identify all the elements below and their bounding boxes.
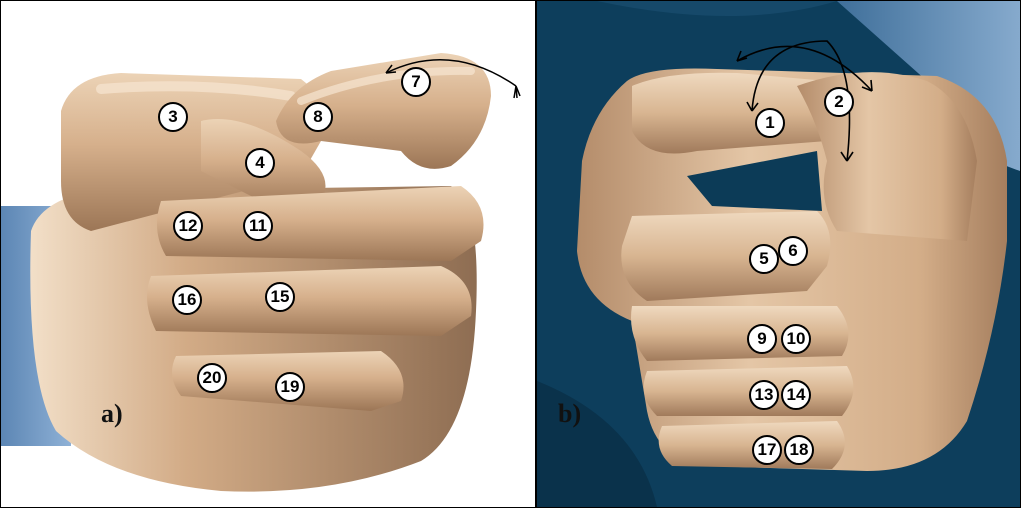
joint-label-15: 15	[265, 282, 295, 312]
joint-label-8: 8	[303, 102, 333, 132]
joint-label-7: 7	[401, 67, 431, 97]
joint-label-14: 14	[781, 380, 811, 410]
joint-label-4: 4	[245, 148, 275, 178]
joint-label-9: 9	[747, 324, 777, 354]
panel-a: 3 4 7 8 12 11 16 15 20 19 a)	[1, 1, 535, 507]
joint-label-10: 10	[781, 324, 811, 354]
panel-b: 1 2 5 6 9 10 13 14 17 18 b)	[537, 1, 1020, 507]
joint-label-20: 20	[197, 363, 227, 393]
middle-finger	[631, 306, 848, 361]
joint-label-1: 1	[755, 108, 785, 138]
joint-label-5: 5	[749, 244, 779, 274]
joint-label-6: 6	[778, 236, 808, 266]
joint-label-17: 17	[752, 435, 782, 465]
joint-label-18: 18	[784, 435, 814, 465]
joint-label-13: 13	[749, 380, 779, 410]
joint-label-12: 12	[173, 211, 203, 241]
joint-label-16: 16	[172, 285, 202, 315]
joint-label-2: 2	[824, 87, 854, 117]
hand-side-view	[1, 1, 535, 507]
joint-label-11: 11	[243, 211, 273, 241]
joint-label-19: 19	[275, 372, 305, 402]
panel-b-caption: b)	[558, 399, 581, 429]
panel-a-caption: a)	[101, 399, 123, 429]
joint-label-3: 3	[158, 102, 188, 132]
